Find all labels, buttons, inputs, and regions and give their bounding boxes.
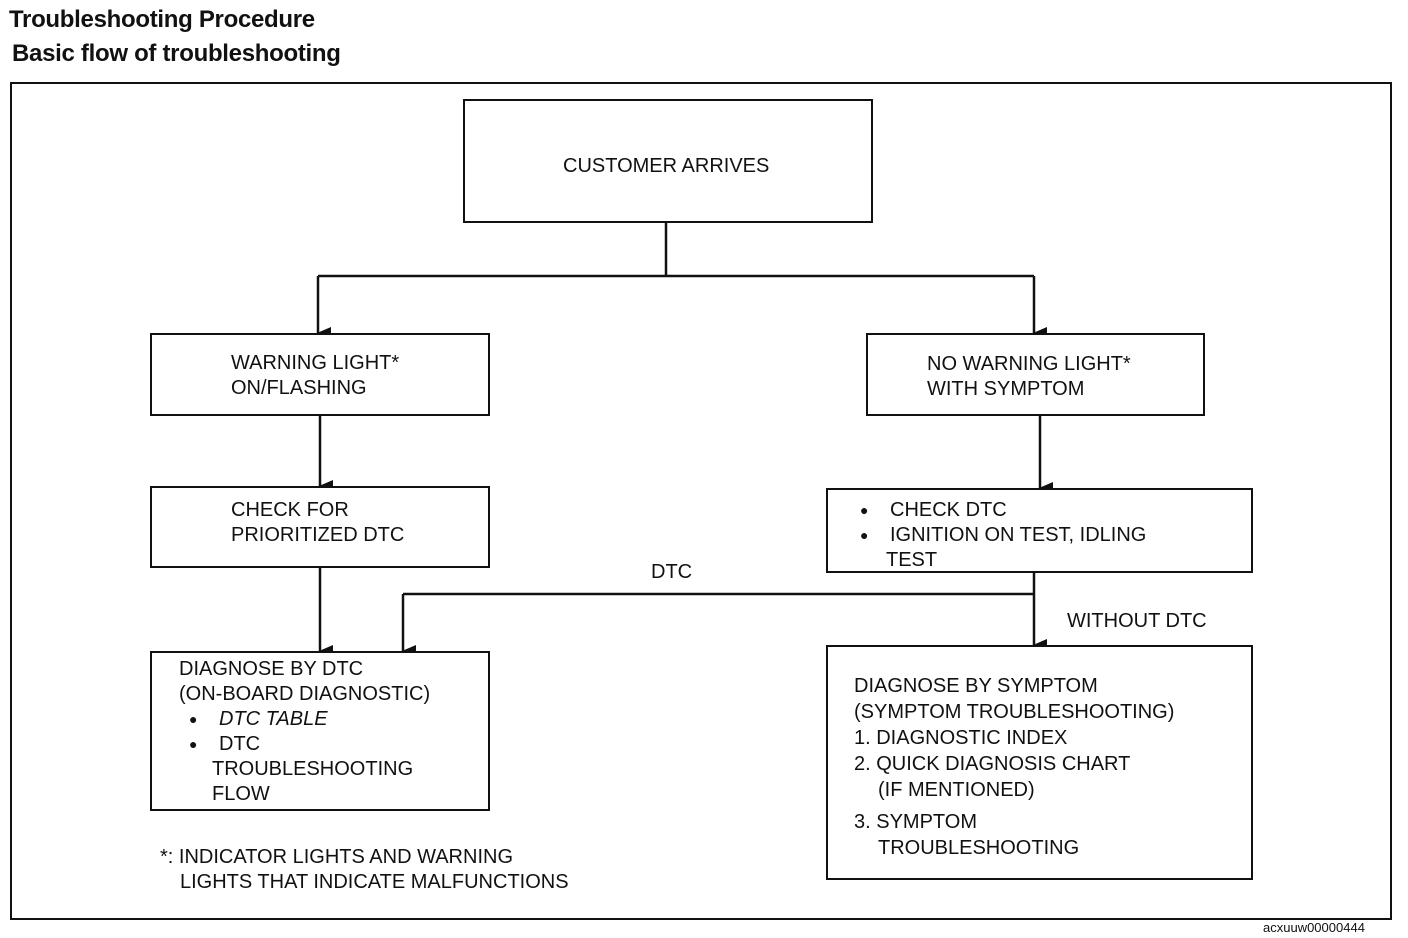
- diagnose-dtc-bullet2-line3: FLOW: [212, 783, 270, 805]
- figure-code: acxuuw00000444: [1263, 920, 1365, 935]
- check-dtc-bullet1: CHECK DTC: [860, 498, 1146, 523]
- diagnose-symptom-item2-line2: (IF MENTIONED): [878, 779, 1035, 801]
- warning-light-box: WARNING LIGHT* ON/FLASHING: [150, 333, 490, 416]
- check-prioritized-line2: PRIORITIZED DTC: [231, 524, 405, 546]
- customer-arrives-box: CUSTOMER ARRIVES: [463, 99, 873, 223]
- diagnose-symptom-item1: 1. DIAGNOSTIC INDEX: [854, 727, 1068, 749]
- warning-light-line2: ON/FLASHING: [231, 377, 367, 399]
- diagnose-symptom-item2-line1: 2. QUICK DIAGNOSIS CHART: [854, 753, 1131, 775]
- diagnose-dtc-line2: (ON-BOARD DIAGNOSTIC): [179, 683, 431, 705]
- diagnose-dtc-bullet2-line1: DTC: [189, 732, 430, 757]
- page-title: Troubleshooting Procedure: [9, 6, 315, 33]
- check-dtc-bullet2-line2: TEST: [886, 549, 938, 571]
- footnote-line2: LIGHTS THAT INDICATE MALFUNCTIONS: [180, 871, 569, 893]
- customer-arrives-label: CUSTOMER ARRIVES: [563, 155, 770, 177]
- check-dtc-box: CHECK DTC IGNITION ON TEST, IDLING TEST: [826, 488, 1253, 573]
- diagnose-dtc-line1: DIAGNOSE BY DTC: [179, 658, 364, 680]
- check-prioritized-dtc-box: CHECK FOR PRIORITIZED DTC: [150, 486, 490, 568]
- diagnose-symptom-line1: DIAGNOSE BY SYMPTOM: [854, 675, 1098, 697]
- footnote: *: INDICATOR LIGHTS AND WARNING LIGHTS T…: [160, 845, 569, 895]
- no-warning-light-line2: WITH SYMPTOM: [927, 378, 1085, 400]
- diagnose-symptom-item3-line2: TROUBLESHOOTING: [878, 837, 1080, 859]
- diagnose-by-dtc-box: DIAGNOSE BY DTC (ON-BOARD DIAGNOSTIC) DT…: [150, 651, 490, 811]
- diagnose-dtc-bullet2-line2: TROUBLESHOOTING: [212, 758, 414, 780]
- diagnose-symptom-line2: (SYMPTOM TROUBLESHOOTING): [854, 701, 1175, 723]
- no-warning-light-line1: NO WARNING LIGHT*: [927, 353, 1131, 375]
- diagnose-by-symptom-box: DIAGNOSE BY SYMPTOM (SYMPTOM TROUBLESHOO…: [826, 645, 1253, 880]
- edge-label-dtc: DTC: [651, 561, 693, 583]
- diagnose-dtc-bullet1: DTC TABLE: [189, 707, 430, 732]
- no-warning-light-box: NO WARNING LIGHT* WITH SYMPTOM: [866, 333, 1205, 416]
- edge-label-without-dtc: WITHOUT DTC: [1067, 610, 1207, 632]
- page-subtitle: Basic flow of troubleshooting: [12, 40, 341, 67]
- diagram-frame: [10, 82, 1392, 920]
- diagnose-symptom-item3-line1: 3. SYMPTOM: [854, 811, 977, 833]
- check-dtc-bullet2-line1: IGNITION ON TEST, IDLING: [860, 523, 1146, 548]
- footnote-line1: *: INDICATOR LIGHTS AND WARNING: [160, 846, 513, 868]
- check-prioritized-line1: CHECK FOR: [231, 499, 349, 521]
- warning-light-line1: WARNING LIGHT*: [231, 352, 400, 374]
